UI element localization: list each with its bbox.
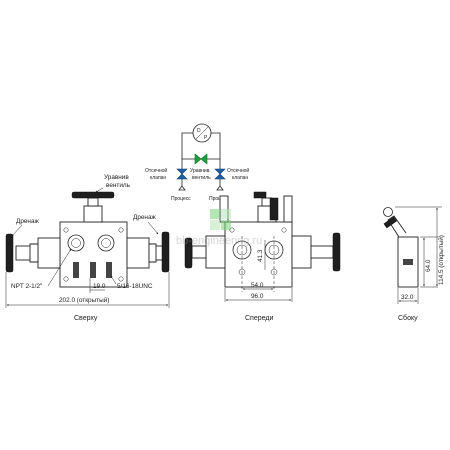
front-handle-icon (269, 197, 279, 221)
drain-left-label: Дренаж (16, 218, 40, 225)
dim-64-label: 64.0 (425, 259, 432, 272)
process-right-icon (216, 185, 224, 191)
drain-right-label: Дренаж (133, 214, 157, 221)
dim-54-label: 54.0 (251, 282, 264, 289)
dim-32-label: 32.0 (401, 294, 414, 301)
valve-schematic: D P Отсечной клапан Уравнив. вентиль Отс… (145, 123, 249, 202)
equalize-handle-icon (71, 191, 115, 199)
front-body (224, 221, 293, 288)
right-shutoff-valve-icon (214, 168, 226, 180)
side-view-caption: Сбоку (398, 314, 418, 322)
right-valve-label-1: Отсечной (227, 167, 249, 174)
left-shutoff-valve-icon (176, 168, 188, 180)
center-valve-label-2: вентиль (192, 175, 211, 181)
process-left-label: Процесс (171, 196, 191, 202)
side-knob-icon (383, 207, 393, 217)
equalize-valve-icon (194, 153, 208, 165)
side-view: 64.0 114.5 (открытый) 32.0 Сбоку (383, 206, 445, 322)
left-valve-label-2: клапан (150, 175, 166, 181)
dp-label-d: D (197, 128, 201, 134)
top-view: Уравнив вентиль Дренаж Дренаж NPT 2-1/2"… (5, 174, 170, 322)
thread-label: 5/16-18UNC (117, 283, 153, 290)
dim-width-label: 202.0 (открытый) (59, 296, 109, 304)
right-drain-knob-icon (161, 231, 170, 273)
front-left-knob-icon (184, 237, 193, 269)
process-left-icon (178, 185, 186, 191)
left-drain-knob-icon (5, 233, 14, 273)
front-right-knob-icon (332, 232, 341, 272)
front-view: 41.3 54.0 96.0 Спереди (184, 191, 341, 322)
front-view-caption: Спереди (245, 315, 273, 322)
dim-19-label: 19.0 (93, 283, 106, 290)
right-valve-label-2: клапан (232, 175, 248, 181)
equalize-label-1: Уравнив (104, 174, 129, 181)
dp-label-p: P (204, 135, 208, 141)
dim-1145-label: 114.5 (открытый) (437, 235, 445, 285)
watermark-text: bb-engineering.ru (176, 235, 262, 247)
process-right-label: Процесс (209, 196, 229, 202)
watermark: bb-engineering.ru (176, 209, 262, 247)
dim-413-label: 41.3 (257, 249, 264, 262)
dim-96-label: 96.0 (251, 293, 264, 300)
center-valve-label-1: Уравнив. (190, 168, 211, 174)
equalize-label-2: вентиль (106, 182, 131, 189)
npt-label: NPT 2-1/2" (11, 283, 42, 290)
top-view-caption: Сверху (74, 315, 98, 322)
left-valve-label-1: Отсечной (145, 167, 167, 174)
